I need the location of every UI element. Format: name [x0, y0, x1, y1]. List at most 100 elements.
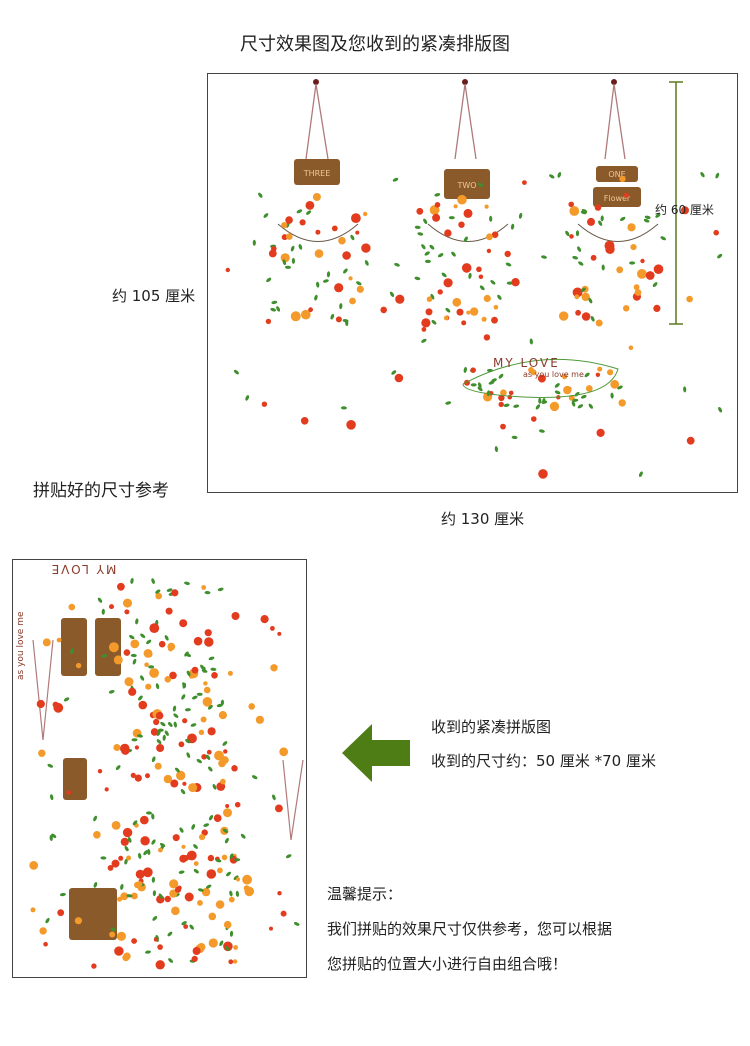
leaf: [147, 849, 151, 855]
flower: [270, 626, 275, 631]
flower: [491, 316, 498, 324]
flower: [91, 963, 97, 969]
flower-baskets: [277, 223, 659, 242]
leaf: [601, 264, 605, 271]
flower: [426, 296, 433, 302]
page-title: 尺寸效果图及您收到的紧凑排版图: [240, 34, 510, 55]
leaf: [529, 338, 533, 345]
leaf: [173, 721, 177, 728]
flower: [315, 229, 321, 235]
flower: [504, 250, 511, 258]
flower: [167, 642, 176, 651]
leaf: [600, 215, 604, 222]
flower: [561, 373, 568, 380]
flower: [314, 249, 324, 258]
leaf: [138, 695, 143, 701]
flower: [155, 960, 165, 970]
leaf: [155, 589, 161, 594]
flower: [653, 264, 664, 274]
leaf: [489, 215, 493, 222]
leaf: [477, 182, 484, 188]
leaf: [225, 945, 230, 951]
flower: [201, 585, 207, 590]
leaf: [184, 708, 191, 712]
flower: [587, 217, 595, 226]
caption-reference: 拼贴好的尺寸参考: [33, 481, 169, 501]
leaf: [151, 839, 156, 845]
flower: [146, 651, 153, 658]
leaf: [186, 752, 191, 758]
leaf: [356, 281, 362, 286]
flower: [36, 699, 45, 709]
flower: [208, 912, 217, 921]
flower: [637, 269, 647, 279]
flower: [104, 787, 109, 792]
flower: [43, 941, 48, 947]
flower: [193, 636, 203, 646]
leaf: [414, 225, 421, 229]
flower: [130, 772, 136, 778]
flower: [165, 607, 173, 615]
flower: [645, 271, 655, 280]
height-label: 约 105 厘米: [112, 287, 196, 305]
leaf: [50, 794, 54, 801]
flower: [356, 285, 364, 293]
leaf: [498, 373, 504, 379]
leaf: [210, 667, 217, 671]
leaf: [200, 664, 205, 670]
leaf: [124, 858, 128, 865]
leaf: [204, 590, 211, 595]
flower: [164, 676, 172, 683]
flower: [351, 213, 361, 224]
flower: [355, 230, 360, 235]
as-you-love-me-text: as you love me: [523, 370, 584, 379]
my-love-vine: MY LOVE as you love me: [462, 356, 619, 398]
leaf: [63, 697, 70, 702]
flower: [181, 844, 186, 849]
leaf: [164, 635, 169, 641]
flower: [290, 311, 301, 322]
flower: [280, 910, 287, 917]
leaf: [316, 281, 320, 288]
flower: [109, 604, 114, 610]
leaf: [129, 635, 135, 640]
flower: [528, 367, 534, 373]
flower: [206, 869, 217, 879]
leaf: [167, 722, 173, 727]
flower: [338, 236, 346, 245]
leaf: [285, 265, 291, 269]
flower: [493, 304, 499, 310]
flower: [124, 609, 130, 615]
flower: [191, 666, 199, 674]
flower: [113, 655, 123, 665]
flower: [443, 278, 453, 288]
flower: [184, 892, 194, 902]
leaf: [423, 218, 428, 225]
leaf: [45, 917, 50, 924]
flower: [158, 640, 166, 648]
flower: [491, 231, 499, 238]
flower: [220, 778, 226, 785]
flower: [156, 744, 165, 752]
leaf: [389, 291, 395, 297]
leaf: [229, 890, 233, 897]
leaf: [181, 694, 186, 700]
leaf: [196, 758, 202, 764]
leaf: [208, 656, 215, 661]
flower: [444, 229, 452, 237]
flower: [113, 744, 121, 751]
flower: [261, 401, 268, 407]
flower: [128, 687, 137, 696]
leaf: [580, 287, 586, 293]
flower: [434, 202, 441, 208]
leaf: [584, 372, 590, 378]
my-love-text-rotated: MY LOVE: [50, 562, 117, 576]
flower: [203, 686, 211, 694]
leaf: [350, 234, 355, 241]
leaf: [644, 215, 651, 219]
leaf: [314, 294, 318, 301]
flower: [56, 637, 62, 643]
flower: [575, 309, 581, 316]
leaf: [391, 370, 397, 375]
leaf: [140, 675, 145, 681]
